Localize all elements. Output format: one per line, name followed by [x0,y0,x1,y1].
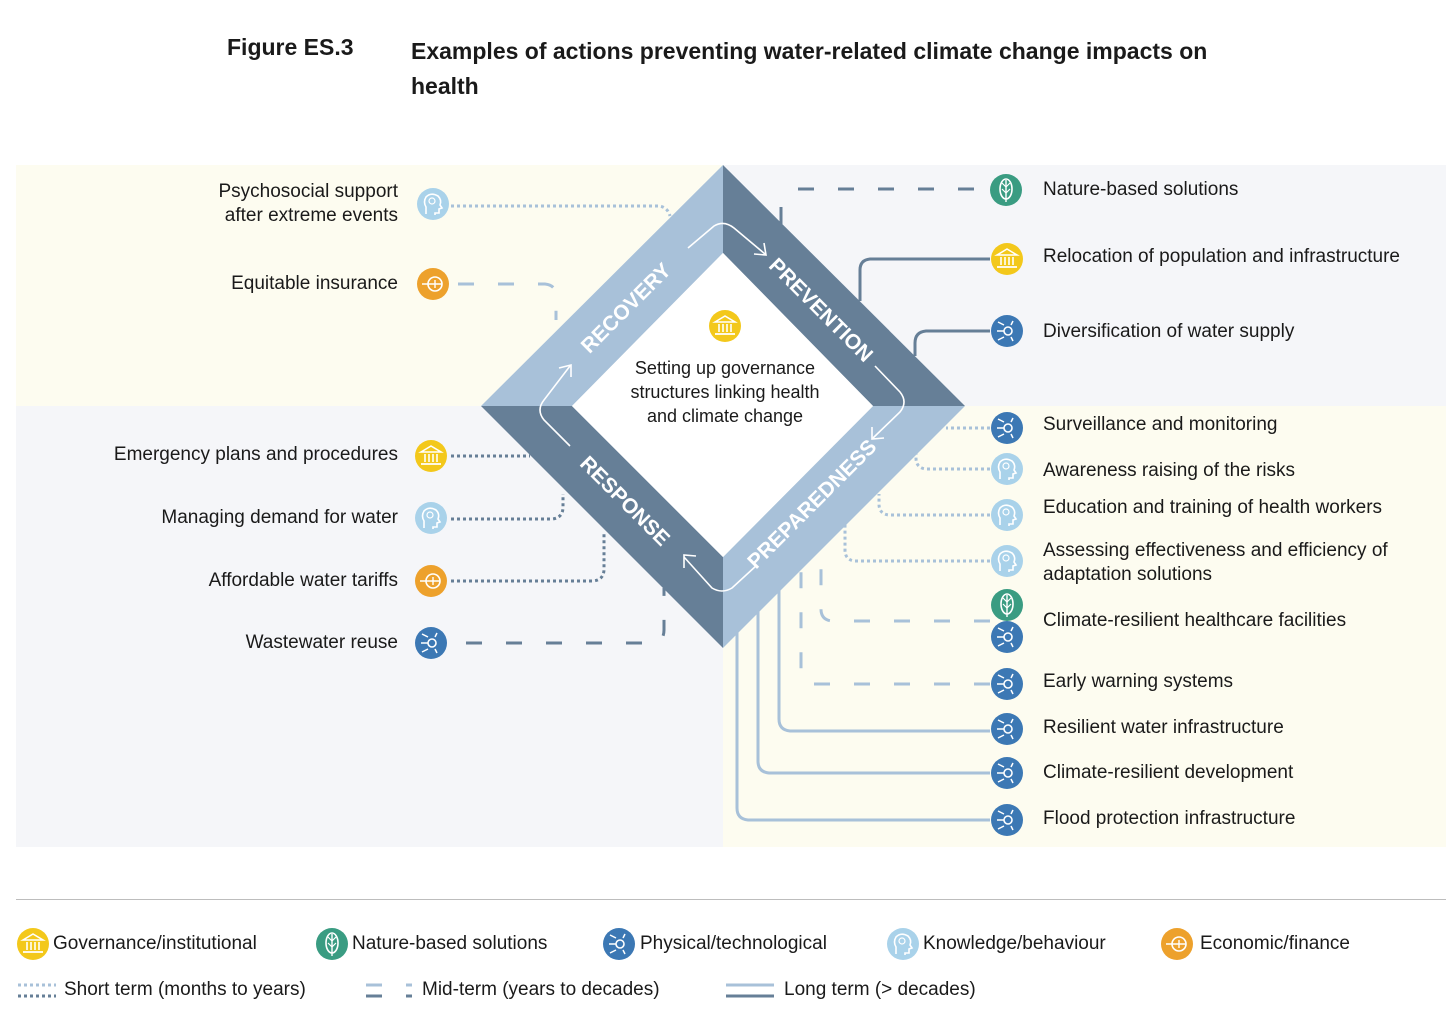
gear-icon-surveillance [991,412,1023,444]
category-icons [17,174,1193,960]
action-awareness-raising: Awareness raising of the risks [1043,460,1296,481]
flow-arrows [539,222,905,592]
action-managing-demand: Managing demand for water [161,507,398,528]
head-icon-managing-demand [415,502,447,534]
figure-title: Examples of actions preventing water-rel… [411,38,1208,99]
connector-education [877,494,990,517]
action-climate-resilient-development: Climate-resilient development [1043,762,1294,783]
arrow-preparedness-response [683,556,758,592]
legend-line-samples [18,983,774,998]
connector-healthcare [819,548,990,623]
connector-flood [735,618,990,822]
action-assessing-effectiveness: Assessing effectiveness and efficiency o… [1043,540,1388,585]
leaf-icon-nature-based [990,174,1022,206]
arrowhead-2 [871,427,885,440]
coin-icon-tariffs [415,565,447,597]
head-icon-psychosocial [417,188,449,220]
prevention-band [723,165,965,406]
legend-long-term: Long term (> decades) [784,979,976,1000]
action-relocation: Relocation of population and infrastruct… [1043,246,1401,267]
governance-icon-emergency [415,440,447,472]
head-icon-legend [887,928,919,960]
connector-development [756,599,990,775]
center-text: Setting up governance structures linking… [630,358,820,426]
head-icon-awareness [991,453,1023,485]
action-nature-based-solutions: Nature-based solutions [1043,179,1239,200]
governance-icon-relocation [991,243,1023,275]
arrowhead-3 [683,554,697,568]
governance-icon-center [709,310,741,342]
connector-diversification [913,329,990,356]
connector-relocation [858,257,990,301]
connector-water-infra [777,585,990,733]
action-resilient-water-infra: Resilient water infrastructure [1043,717,1284,738]
connector-managing-demand [451,494,565,521]
coin-icon-insurance [417,268,449,300]
gear-icon-diversification [991,315,1023,347]
gear-icon-early-warning [991,668,1023,700]
arrowhead-1 [753,242,767,256]
arrow-recovery-prevention [687,222,766,255]
response-band [481,406,723,648]
action-education-training: Education and training of health workers [1043,497,1383,518]
action-affordable-tariffs: Affordable water tariffs [208,570,398,591]
action-surveillance-monitoring: Surveillance and monitoring [1043,414,1278,435]
legend-mid-term: Mid-term (years to decades) [422,979,660,1000]
figure-label: Figure ES.3 [227,34,354,60]
leaf-icon-legend [316,928,348,960]
action-equitable-insurance: Equitable insurance [231,273,398,294]
connector-tariffs [451,532,606,583]
action-wastewater-reuse: Wastewater reuse [245,632,398,653]
legend-physical: Physical/technological [640,933,827,954]
gear-icon-water-infra [991,713,1023,745]
connector-assessing [843,521,990,563]
arrowhead-4 [558,363,572,377]
recovery-band [481,165,723,406]
action-psychosocial-support: Psychosocial support after extreme event… [218,181,398,226]
action-early-warning: Early warning systems [1043,671,1234,692]
gear-icon-wastewater [415,627,447,659]
legend-economic: Economic/finance [1200,933,1350,954]
coin-icon-legend [1161,928,1193,960]
connector-awareness [914,446,990,471]
legend-governance: Governance/institutional [53,933,257,954]
diamond-center [572,253,873,557]
legend-nature: Nature-based solutions [352,933,548,954]
head-icon-assessing [991,545,1023,577]
gear-icon-legend [603,928,635,960]
legend-divider [16,899,1446,900]
preparedness-band [723,406,965,648]
legend-knowledge: Knowledge/behaviour [923,933,1106,954]
action-emergency-plans: Emergency plans and procedures [113,444,398,465]
connector-psychosocial [451,204,672,217]
head-icon-education [991,499,1023,531]
governance-icon-legend [17,928,49,960]
gear-icon-flood [991,804,1023,836]
action-flood-protection: Flood protection infrastructure [1043,808,1296,829]
action-diversification-water-supply: Diversification of water supply [1043,321,1295,342]
legend-short-term: Short term (months to years) [64,979,306,1000]
leaf-icon-healthcare [991,589,1023,621]
connector-wastewater [466,588,666,645]
connector-insurance [458,282,558,320]
gear-icon-healthcare [991,621,1023,653]
arrow-response-recovery [539,365,571,447]
action-resilient-healthcare: Climate-resilient healthcare facilities [1043,610,1347,631]
arrow-prevention-preparedness [872,365,905,439]
connector-lines [451,187,990,822]
gear-icon-development [991,757,1023,789]
